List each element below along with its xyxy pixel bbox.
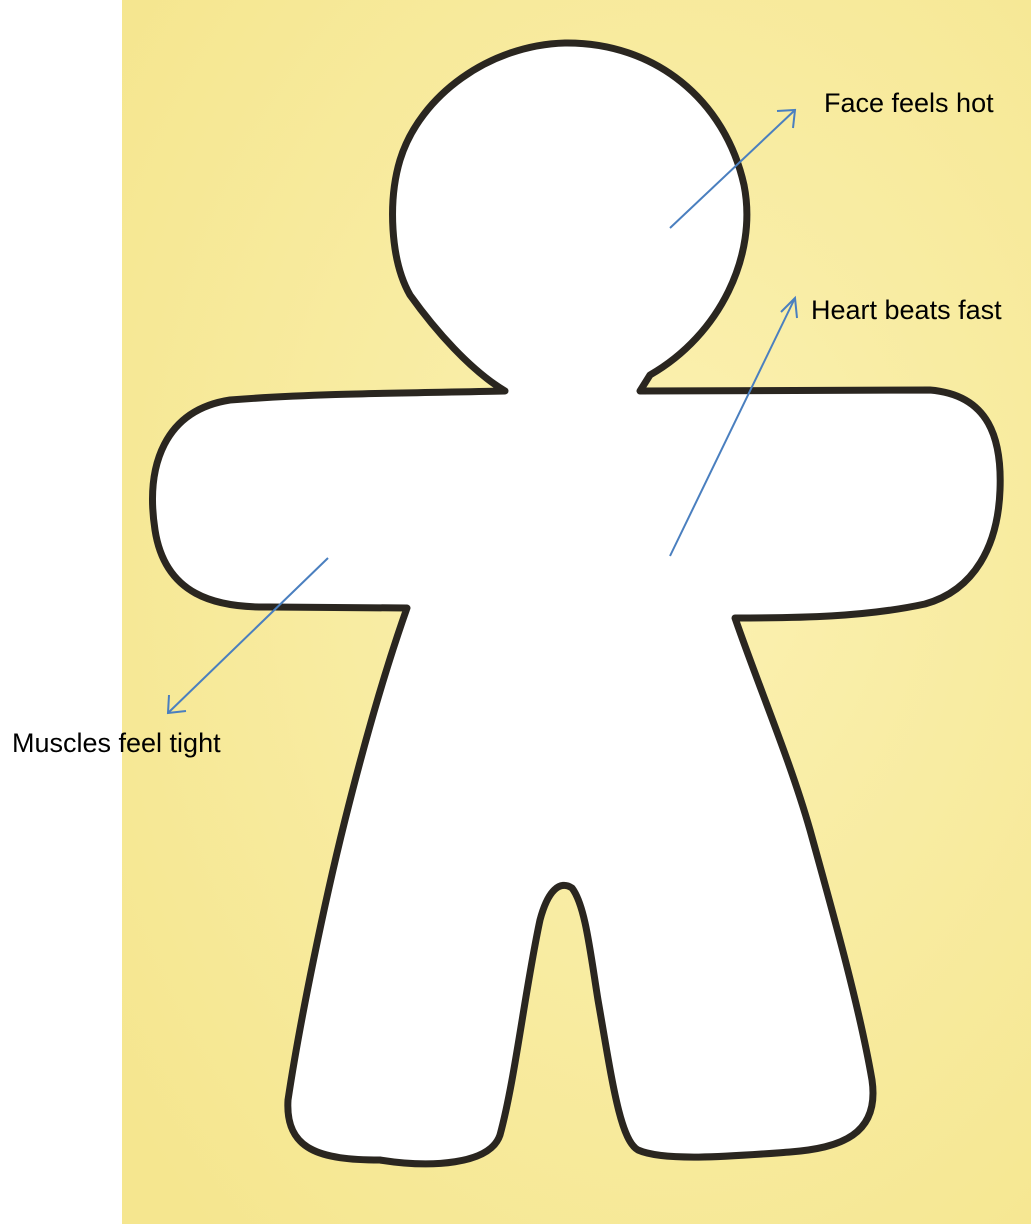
label-muscles-feel-tight: Muscles feel tight	[12, 730, 221, 757]
label-heart-beats-fast: Heart beats fast	[811, 297, 1002, 324]
label-face-feels-hot: Face feels hot	[824, 90, 994, 117]
